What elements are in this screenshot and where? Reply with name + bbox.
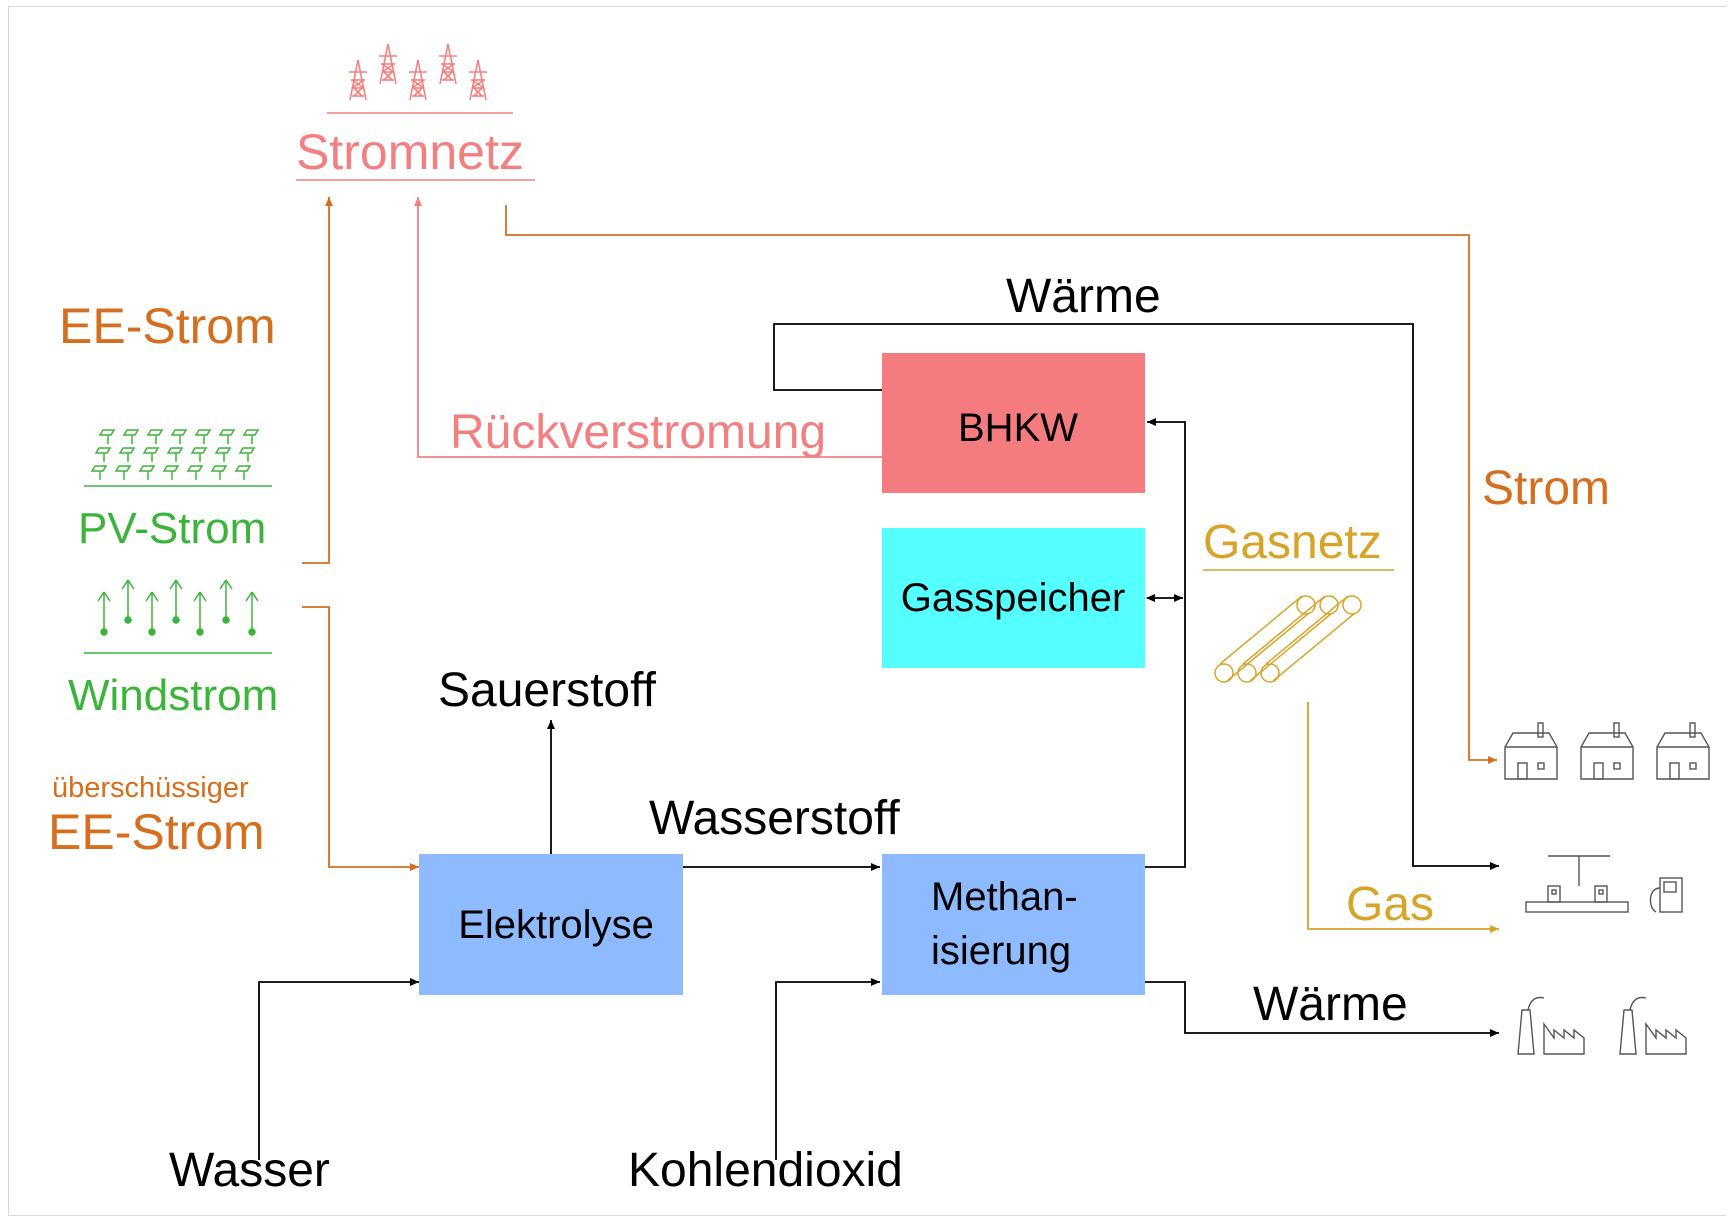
elektrolyse-box: Elektrolyse — [419, 854, 683, 995]
connector-kohlendioxid — [775, 978, 880, 1160]
strom-label: Strom — [1482, 462, 1610, 515]
ee-strom-label: EE-Strom — [59, 298, 276, 354]
ueberschuessiger-label: überschüssiger — [52, 772, 249, 804]
methanisierung-label-line2: isierung — [931, 929, 1071, 973]
connector-methan-waerme — [1145, 981, 1499, 1037]
windstrom-label: Windstrom — [68, 671, 278, 720]
filling-station-icon — [1525, 855, 1683, 913]
ee-strom-surplus-label: EE-Strom — [48, 804, 265, 860]
gas-label: Gas — [1346, 878, 1434, 931]
factory-icon — [1517, 996, 1687, 1055]
connector-waerme-loop — [773, 323, 1499, 870]
sauerstoff-label: Sauerstoff — [438, 664, 657, 717]
bhkw-label: BHKW — [958, 406, 1078, 450]
house-icon — [1504, 722, 1710, 780]
transmission-towers-icon — [327, 43, 513, 114]
methanisierung-box: Methan- isierung — [882, 854, 1145, 995]
connector-rueckverstromung — [414, 197, 882, 458]
gasspeicher-box: Gasspeicher — [882, 528, 1145, 668]
kohlendioxid-label: Kohlendioxid — [628, 1144, 903, 1197]
stromnetz-label: Stromnetz — [296, 124, 524, 180]
gasnetz-label: Gasnetz — [1203, 516, 1382, 569]
connector-gas — [1307, 702, 1499, 933]
methanisierung-label-line1: Methan- — [931, 875, 1078, 919]
gas-pipes-icon — [1214, 595, 1362, 683]
waerme-top-label: Wärme — [1006, 270, 1161, 323]
rueckverstromung-label: Rückverstromung — [450, 406, 826, 459]
solar-panels-icon — [84, 429, 272, 487]
pv-strom-label: PV-Strom — [78, 504, 266, 553]
wasser-label: Wasser — [169, 1144, 330, 1197]
connector-methan-to-bhkw — [1145, 418, 1186, 868]
connector-strom-to-houses — [505, 205, 1497, 764]
wind-turbines-icon — [84, 579, 272, 654]
connector-ee-strom-to-stromnetz — [302, 197, 333, 564]
gasspeicher-label: Gasspeicher — [901, 576, 1126, 620]
bhkw-box: BHKW — [882, 353, 1145, 493]
slide-frame — [8, 6, 1726, 1216]
elektrolyse-label: Elektrolyse — [458, 903, 654, 947]
connector-wasser — [258, 978, 419, 1160]
waerme-bottom-label: Wärme — [1253, 978, 1408, 1031]
wasserstoff-label: Wasserstoff — [649, 792, 900, 845]
connector-windstrom-to-elektrolyse — [302, 606, 419, 871]
